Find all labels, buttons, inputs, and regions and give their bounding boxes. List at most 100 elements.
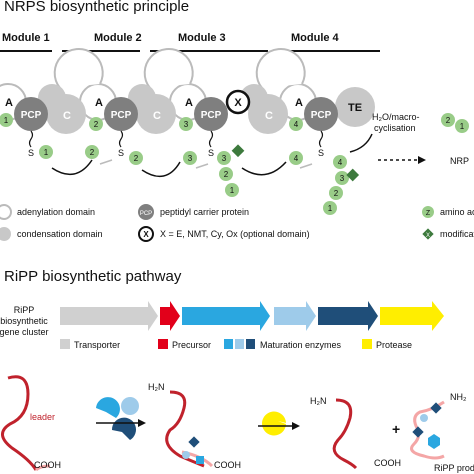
legend-modification-symbol: X (426, 233, 430, 239)
legend-condensation-icon (0, 227, 11, 241)
release-note-line2: cyclisation (374, 123, 416, 133)
diagram-shape (53, 48, 104, 89)
diagram-shape (104, 97, 138, 131)
transfer-arrow (241, 161, 287, 176)
gene-protease (380, 301, 444, 331)
legend-protease-icon (362, 339, 372, 349)
thiol-label: S (118, 148, 124, 158)
x-domain (225, 89, 251, 115)
diagram-shape (346, 168, 360, 182)
transfer-arrow (299, 163, 313, 169)
legend-maturation-icon-3 (246, 339, 255, 349)
modification-dark-icon (188, 436, 200, 448)
release-note-line1: H₂O/macro- (372, 112, 420, 122)
cluster-label-line2: biosynthetic (0, 316, 48, 326)
transfer-arrow (51, 159, 93, 176)
te-domain (335, 87, 375, 127)
diagram-shape (231, 144, 245, 158)
enzyme-dark-icon (111, 417, 136, 440)
product-mod-dark (412, 426, 424, 438)
diagram-shape: 1 2 3 4 (4, 116, 299, 129)
legend-amino-acid-text: amino ac (440, 207, 474, 217)
c-domains (38, 84, 288, 134)
diagram-shape (28, 130, 324, 148)
nh2-label-3: NH₂ (450, 392, 467, 402)
legend-x-text: X = E, NMT, Cy, Ox (optional domain) (160, 229, 310, 239)
module-2-label: Module 2 (94, 32, 142, 44)
gene-maturation-3 (318, 301, 378, 331)
monomer-label: 2 (224, 170, 229, 179)
plus-sign: + (392, 421, 400, 437)
diagram-shape (441, 113, 455, 127)
monomer-label: 1 (44, 148, 49, 157)
legend-maturation-text: Maturation enzymes (260, 340, 342, 350)
pcp-label-3: PCP (201, 110, 222, 121)
cluster-label-line1: RiPP (14, 305, 35, 315)
legend-modification-text: modificati (440, 229, 474, 239)
cluster-label-line3: gene cluster (0, 327, 49, 337)
pcp-label-1: PCP (21, 110, 42, 121)
maturation-arrow-head (138, 419, 146, 427)
monomer-label: 2 (134, 154, 139, 163)
a-label-1: A (5, 97, 13, 109)
transfer-arrow (195, 163, 209, 169)
diagram-shape (89, 117, 103, 131)
legend-precursor-text: Precursor (172, 340, 211, 350)
legend-protease-text: Protease (376, 340, 412, 350)
nrps-title: NRPS biosynthetic principle (4, 0, 190, 15)
release-arrow (349, 133, 373, 153)
diagram-shape (118, 130, 124, 148)
diagram-shape (333, 155, 347, 169)
monomer-label: 1 (460, 122, 465, 131)
monomer-label: 2 (94, 120, 99, 129)
diagram-shape (85, 145, 99, 159)
c-label-2: C (153, 110, 161, 122)
thiol-label: S (28, 148, 34, 158)
monomer-label: 3 (184, 120, 189, 129)
diagram-shape (329, 186, 343, 200)
legend-adenylation-icon (0, 204, 12, 220)
monomer-label: 1 (230, 186, 235, 195)
modification-pale-icon (182, 451, 190, 459)
legend-amino-acid-symbol: Z (426, 210, 431, 217)
c-label-3: C (265, 110, 273, 122)
loaded-monomers (0, 113, 303, 131)
enzyme-light-icon (96, 397, 120, 418)
monomer-label: 1 (328, 204, 333, 213)
gene-maturation-2 (274, 301, 316, 331)
growing-chains (39, 145, 349, 215)
diagram-shape: 2 1 (446, 116, 465, 131)
pcp-label-4: PCP (311, 110, 332, 121)
gene-transporter (60, 301, 158, 331)
modification-diamonds (231, 144, 360, 182)
diagram-shape (53, 48, 306, 89)
cooh-label-3: COOH (374, 458, 401, 468)
legend-x-symbol: X (143, 230, 149, 239)
modified-leader-peptide (165, 390, 205, 468)
legend-transporter-icon (60, 339, 70, 349)
legend-modification-icon (422, 228, 434, 240)
thiol-label: S (208, 148, 214, 158)
legend-transporter-text: Transporter (74, 340, 120, 350)
precursor-leader-peptide (1, 375, 38, 471)
x-label: X (234, 97, 242, 109)
c-label-1: C (63, 110, 71, 122)
diagram-shape (289, 151, 303, 165)
gene-precursor (160, 301, 180, 331)
product-mod-dark (430, 402, 442, 414)
diagram-shape (225, 183, 239, 197)
diagram-shape (219, 167, 233, 181)
diagram-shape (323, 201, 337, 215)
a-label-4: A (295, 97, 303, 109)
diagram-shape (39, 145, 53, 159)
monomer-label: 1 (4, 116, 9, 125)
nh2-label-1: H₂N (148, 382, 165, 392)
leader-label: leader (30, 412, 55, 422)
legend-adenylation-text: adenylation domain (17, 207, 95, 217)
diagram-shape (441, 113, 469, 133)
pcp-label-2: PCP (111, 110, 132, 121)
legend-pcp-text: peptidyl carrier protein (160, 207, 249, 217)
protease-arrow-head (292, 422, 300, 430)
